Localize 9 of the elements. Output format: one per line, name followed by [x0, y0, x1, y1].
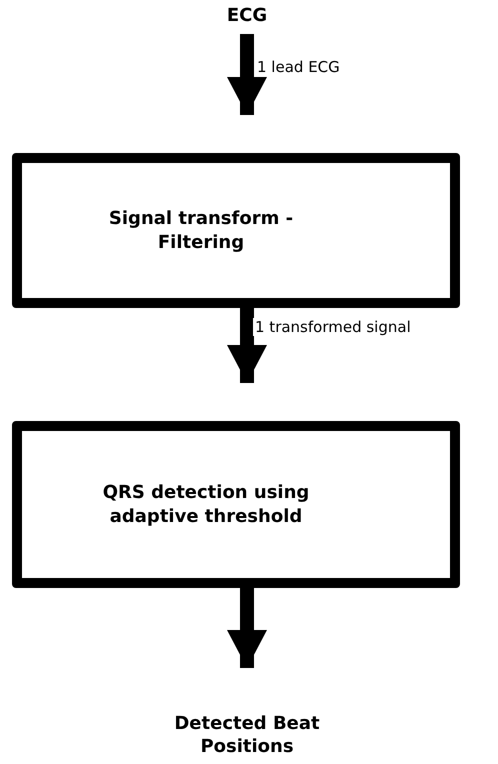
terminal-label: Detected Beat Positions: [132, 708, 362, 762]
arrow: [227, 588, 267, 668]
box-label: Signal transform - Filtering: [108, 207, 294, 254]
arrow: [227, 34, 267, 115]
arrow: [227, 308, 267, 383]
process-box: [12, 153, 460, 308]
box-label: QRS detection using adaptive threshold: [102, 481, 310, 528]
terminal-label: ECG: [197, 2, 297, 30]
process-box: [12, 421, 460, 588]
